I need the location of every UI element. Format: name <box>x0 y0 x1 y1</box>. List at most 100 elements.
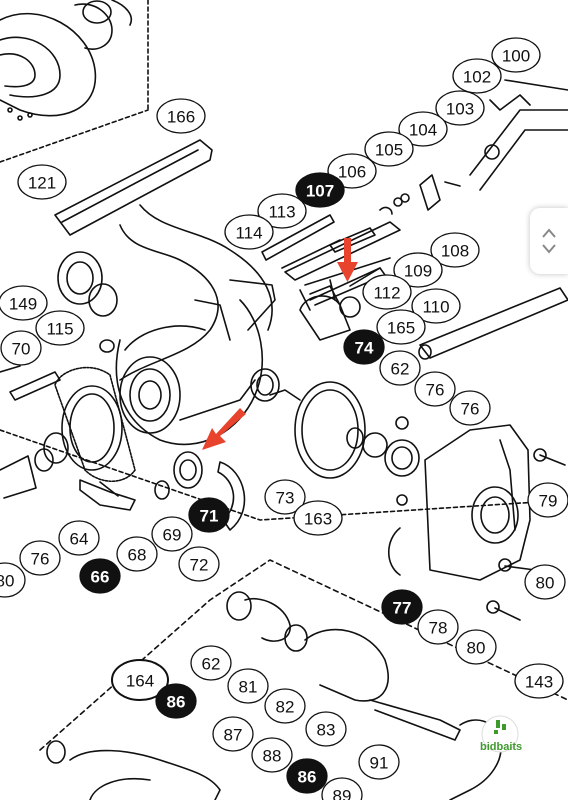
part-number: 71 <box>200 507 219 526</box>
part-number: 74 <box>355 339 374 358</box>
part-label-104: 104 <box>398 111 448 147</box>
part-number: 83 <box>317 721 336 740</box>
part-number: 91 <box>370 754 389 773</box>
part-label-86: 86 <box>286 758 328 794</box>
label-bubble <box>17 164 67 200</box>
part-label-107: 107 <box>295 172 345 208</box>
part-number: 76 <box>426 381 445 400</box>
part-label-62: 62 <box>190 645 232 681</box>
label-bubble <box>343 329 385 365</box>
part-label-149: 149 <box>0 285 48 321</box>
label-bubble <box>295 172 345 208</box>
part-label-81: 81 <box>227 668 269 704</box>
label-bubble <box>116 536 158 572</box>
part-number: 163 <box>304 510 332 529</box>
part-label-164: 164 <box>111 659 169 701</box>
part-label-89: 89 <box>321 777 363 800</box>
part-number: 80 <box>467 639 486 658</box>
label-bubble <box>264 688 306 724</box>
part-label-71: 71 <box>188 497 230 533</box>
label-bubble <box>251 737 293 773</box>
part-label-87: 87 <box>212 716 254 752</box>
brand-watermark: bidbaits <box>480 715 522 753</box>
label-bubble <box>155 683 197 719</box>
part-label-70: 70 <box>0 330 42 366</box>
label-bubble <box>224 214 274 250</box>
label-bubble <box>257 193 307 229</box>
part-label-78: 78 <box>417 609 459 645</box>
label-bubble <box>35 310 85 346</box>
brand-text: bidbaits <box>480 741 522 753</box>
label-bubble <box>19 540 61 576</box>
part-number: 104 <box>409 121 437 140</box>
part-number: 76 <box>461 400 480 419</box>
part-number: 121 <box>28 174 56 193</box>
part-number: 106 <box>338 163 366 182</box>
part-number: 102 <box>463 68 491 87</box>
part-number: 164 <box>126 672 154 691</box>
part-label-83: 83 <box>305 711 347 747</box>
label-bubble <box>381 589 423 625</box>
chevron-up-down-icon <box>542 228 556 254</box>
part-number: 81 <box>239 678 258 697</box>
label-bubble <box>398 111 448 147</box>
part-number: 80 <box>0 572 14 591</box>
part-number: 113 <box>268 203 295 222</box>
part-number: 107 <box>306 182 334 201</box>
part-number: 108 <box>441 242 469 261</box>
body-drawing <box>54 139 276 446</box>
label-bubble <box>305 711 347 747</box>
part-label-109: 109 <box>393 252 443 288</box>
part-label-79: 79 <box>527 482 568 518</box>
part-label-112: 112 <box>362 274 412 310</box>
part-label-165: 165 <box>376 309 426 345</box>
part-number: 77 <box>393 599 412 618</box>
part-number: 86 <box>298 768 317 787</box>
part-number: 143 <box>525 673 553 692</box>
part-label-91: 91 <box>358 744 400 780</box>
label-bubble <box>0 330 42 366</box>
part-label-110: 110 <box>411 288 461 324</box>
part-number: 79 <box>539 492 558 511</box>
part-label-69: 69 <box>151 516 193 552</box>
part-label-76: 76 <box>449 390 491 426</box>
part-label-108: 108 <box>430 232 480 268</box>
part-label-72: 72 <box>178 546 220 582</box>
part-number: 64 <box>70 530 89 549</box>
label-bubble <box>286 758 328 794</box>
label-bubble <box>362 274 412 310</box>
spool-drawing <box>0 0 132 121</box>
label-bubble <box>190 645 232 681</box>
part-label-80: 80 <box>524 564 566 600</box>
part-number: 76 <box>31 550 50 569</box>
label-bubble <box>417 609 459 645</box>
label-bubble <box>227 668 269 704</box>
scroll-control-button[interactable] <box>530 208 568 274</box>
label-bubble <box>514 663 564 699</box>
label-bubble <box>430 232 480 268</box>
label-bubble <box>435 90 485 126</box>
arrow-left-down-icon <box>202 408 246 450</box>
label-bubble <box>364 131 414 167</box>
part-label-103: 103 <box>435 90 485 126</box>
part-number: 115 <box>46 320 73 339</box>
label-bubble <box>156 98 206 134</box>
part-number: 72 <box>190 556 209 575</box>
label-bubble <box>524 564 566 600</box>
label-bubble <box>491 37 541 73</box>
part-label-80: 80 <box>455 629 497 665</box>
part-label-121: 121 <box>17 164 67 200</box>
label-bubble <box>293 500 343 536</box>
part-number: 149 <box>9 295 37 314</box>
label-bubble <box>327 153 377 189</box>
part-number: 165 <box>387 319 415 338</box>
part-label-105: 105 <box>364 131 414 167</box>
label-bubble <box>178 546 220 582</box>
part-label-100: 100 <box>491 37 541 73</box>
part-label-114: 114 <box>224 214 274 250</box>
gear-drawing <box>0 366 136 511</box>
part-number: 103 <box>446 100 474 119</box>
part-label-163: 163 <box>293 500 343 536</box>
label-bubble <box>151 516 193 552</box>
